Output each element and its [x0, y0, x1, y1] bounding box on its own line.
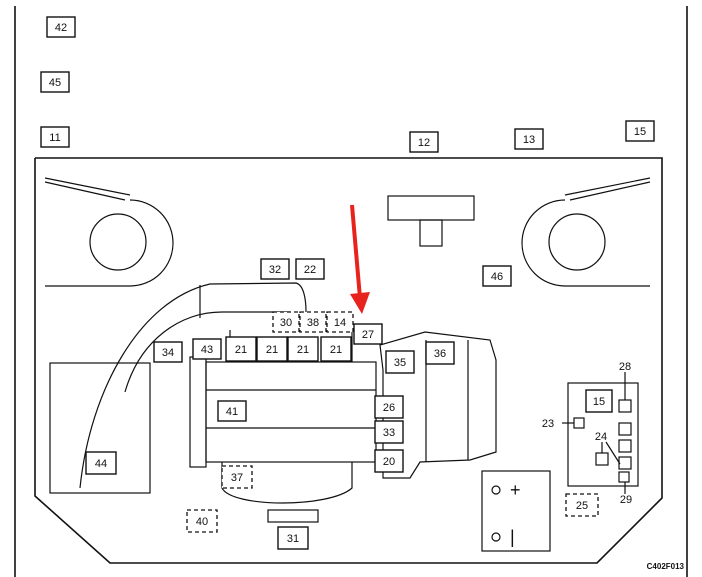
svg-text:32: 32: [269, 264, 281, 276]
svg-text:21: 21: [330, 344, 342, 356]
callout-46: 46: [482, 265, 512, 287]
callout-21-1: 21: [225, 336, 257, 362]
svg-text:43: 43: [201, 344, 213, 356]
air-intake-duct: [79, 282, 307, 489]
svg-text:22: 22: [304, 264, 316, 276]
callout-44: 44: [85, 451, 117, 475]
callout-27: 27: [353, 323, 383, 345]
svg-text:13: 13: [523, 134, 535, 146]
svg-text:41: 41: [226, 406, 238, 418]
svg-text:36: 36: [434, 348, 446, 360]
callout-35: 35: [385, 350, 415, 374]
svg-text:30: 30: [280, 317, 292, 329]
callout-38: 38: [299, 311, 327, 333]
svg-text:33: 33: [383, 427, 395, 439]
compartment-outline: [34, 157, 663, 564]
svg-text:27: 27: [362, 329, 374, 341]
callout-15-fuse-panel: 15: [585, 389, 613, 413]
callout-21-4: 21: [320, 336, 352, 362]
radiator-cap: [387, 195, 475, 247]
svg-text:15: 15: [593, 396, 605, 408]
svg-text:35: 35: [394, 357, 406, 369]
callout-21-3: 21: [287, 336, 319, 362]
right-wheel-well: [521, 177, 651, 287]
svg-text:11: 11: [49, 132, 60, 144]
svg-text:31: 31: [287, 533, 299, 545]
battery: + |: [481, 470, 551, 552]
callout-13: 13: [514, 128, 544, 150]
svg-text:45: 45: [49, 77, 61, 89]
battery-positive-symbol: +: [510, 480, 521, 500]
label-28: 28: [619, 361, 631, 373]
callout-30: 30: [272, 311, 300, 333]
callout-45: 45: [40, 71, 70, 93]
outer-frame: [14, 6, 688, 577]
callout-26: 26: [374, 395, 404, 419]
svg-text:12: 12: [418, 137, 430, 149]
battery-negative-symbol: |: [510, 527, 515, 547]
callout-25: 25: [565, 493, 599, 517]
left-wheel-well: [44, 177, 174, 287]
svg-text:15: 15: [634, 126, 646, 138]
callout-41: 41: [217, 400, 247, 422]
callout-32: 32: [260, 258, 290, 280]
svg-text:26: 26: [383, 402, 395, 414]
air-cleaner-housing: [49, 362, 151, 494]
svg-text:40: 40: [196, 516, 208, 528]
callout-12: 12: [409, 131, 439, 153]
callout-11: 11: [40, 126, 70, 148]
svg-text:38: 38: [307, 317, 319, 329]
callout-43: 43: [192, 338, 222, 360]
svg-text:34: 34: [162, 347, 174, 359]
callout-14: 14: [326, 311, 354, 333]
callout-36: 36: [425, 341, 455, 365]
callout-15-top: 15: [625, 120, 655, 142]
callout-34: 34: [153, 341, 183, 363]
svg-text:25: 25: [576, 500, 588, 512]
svg-text:14: 14: [334, 317, 346, 329]
fuse-panel: [562, 372, 639, 494]
svg-text:20: 20: [383, 456, 395, 468]
svg-text:21: 21: [235, 344, 247, 356]
label-29: 29: [620, 494, 632, 506]
callout-33: 33: [374, 420, 404, 444]
callout-20: 20: [374, 449, 404, 473]
svg-text:42: 42: [55, 22, 67, 34]
svg-text:44: 44: [95, 458, 107, 470]
label-24: 24: [595, 431, 607, 443]
callout-42: 42: [46, 16, 76, 38]
svg-text:46: 46: [491, 271, 503, 283]
svg-text:21: 21: [266, 344, 278, 356]
indicator-arrow: [350, 204, 370, 314]
figure-code: C402F013: [647, 562, 685, 571]
callout-22: 22: [295, 258, 325, 280]
callout-37: 37: [221, 465, 253, 489]
label-23: 23: [542, 418, 554, 430]
svg-text:21: 21: [297, 344, 309, 356]
callout-40: 40: [186, 509, 218, 533]
callout-31: 31: [277, 526, 309, 550]
callout-21-2: 21: [256, 336, 288, 362]
svg-text:37: 37: [231, 472, 243, 484]
